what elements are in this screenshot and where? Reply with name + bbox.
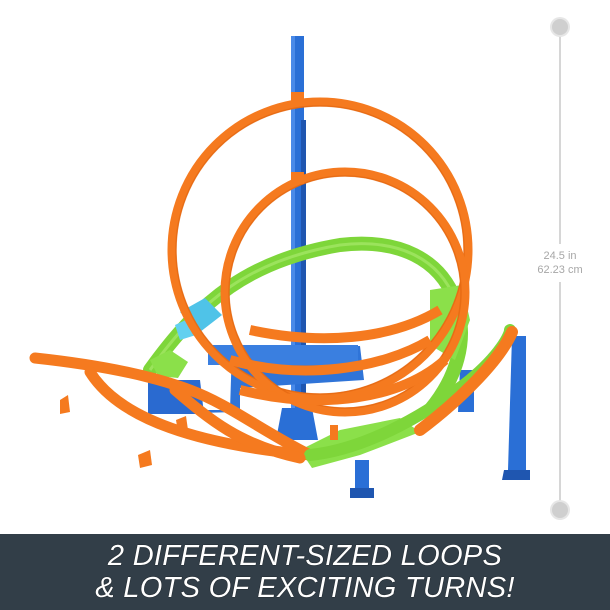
- banner-line-1: 2 DIFFERENT-SIZED LOOPS: [107, 540, 503, 572]
- measurement-top-marker: [552, 19, 568, 35]
- caption-banner: 2 DIFFERENT-SIZED LOOPS & LOTS OF EXCITI…: [0, 534, 610, 610]
- height-inches: 24.5 in: [543, 250, 577, 262]
- measurement-bottom-marker: [552, 502, 568, 518]
- track-set-illustration: [29, 36, 530, 498]
- track-legs: [60, 395, 338, 468]
- front-tracks: [29, 324, 518, 464]
- small-loop: [220, 167, 470, 417]
- bottom-support: [350, 460, 374, 498]
- height-centimeters: 62.23 cm: [537, 264, 583, 276]
- banner-line-2: & LOTS OF EXCITING TURNS!: [95, 572, 515, 604]
- height-measurement: 24.5 in 62.23 cm: [527, 12, 593, 524]
- measurement-label: 24.5 in 62.23 cm: [527, 244, 593, 282]
- inner-curves: [228, 305, 449, 405]
